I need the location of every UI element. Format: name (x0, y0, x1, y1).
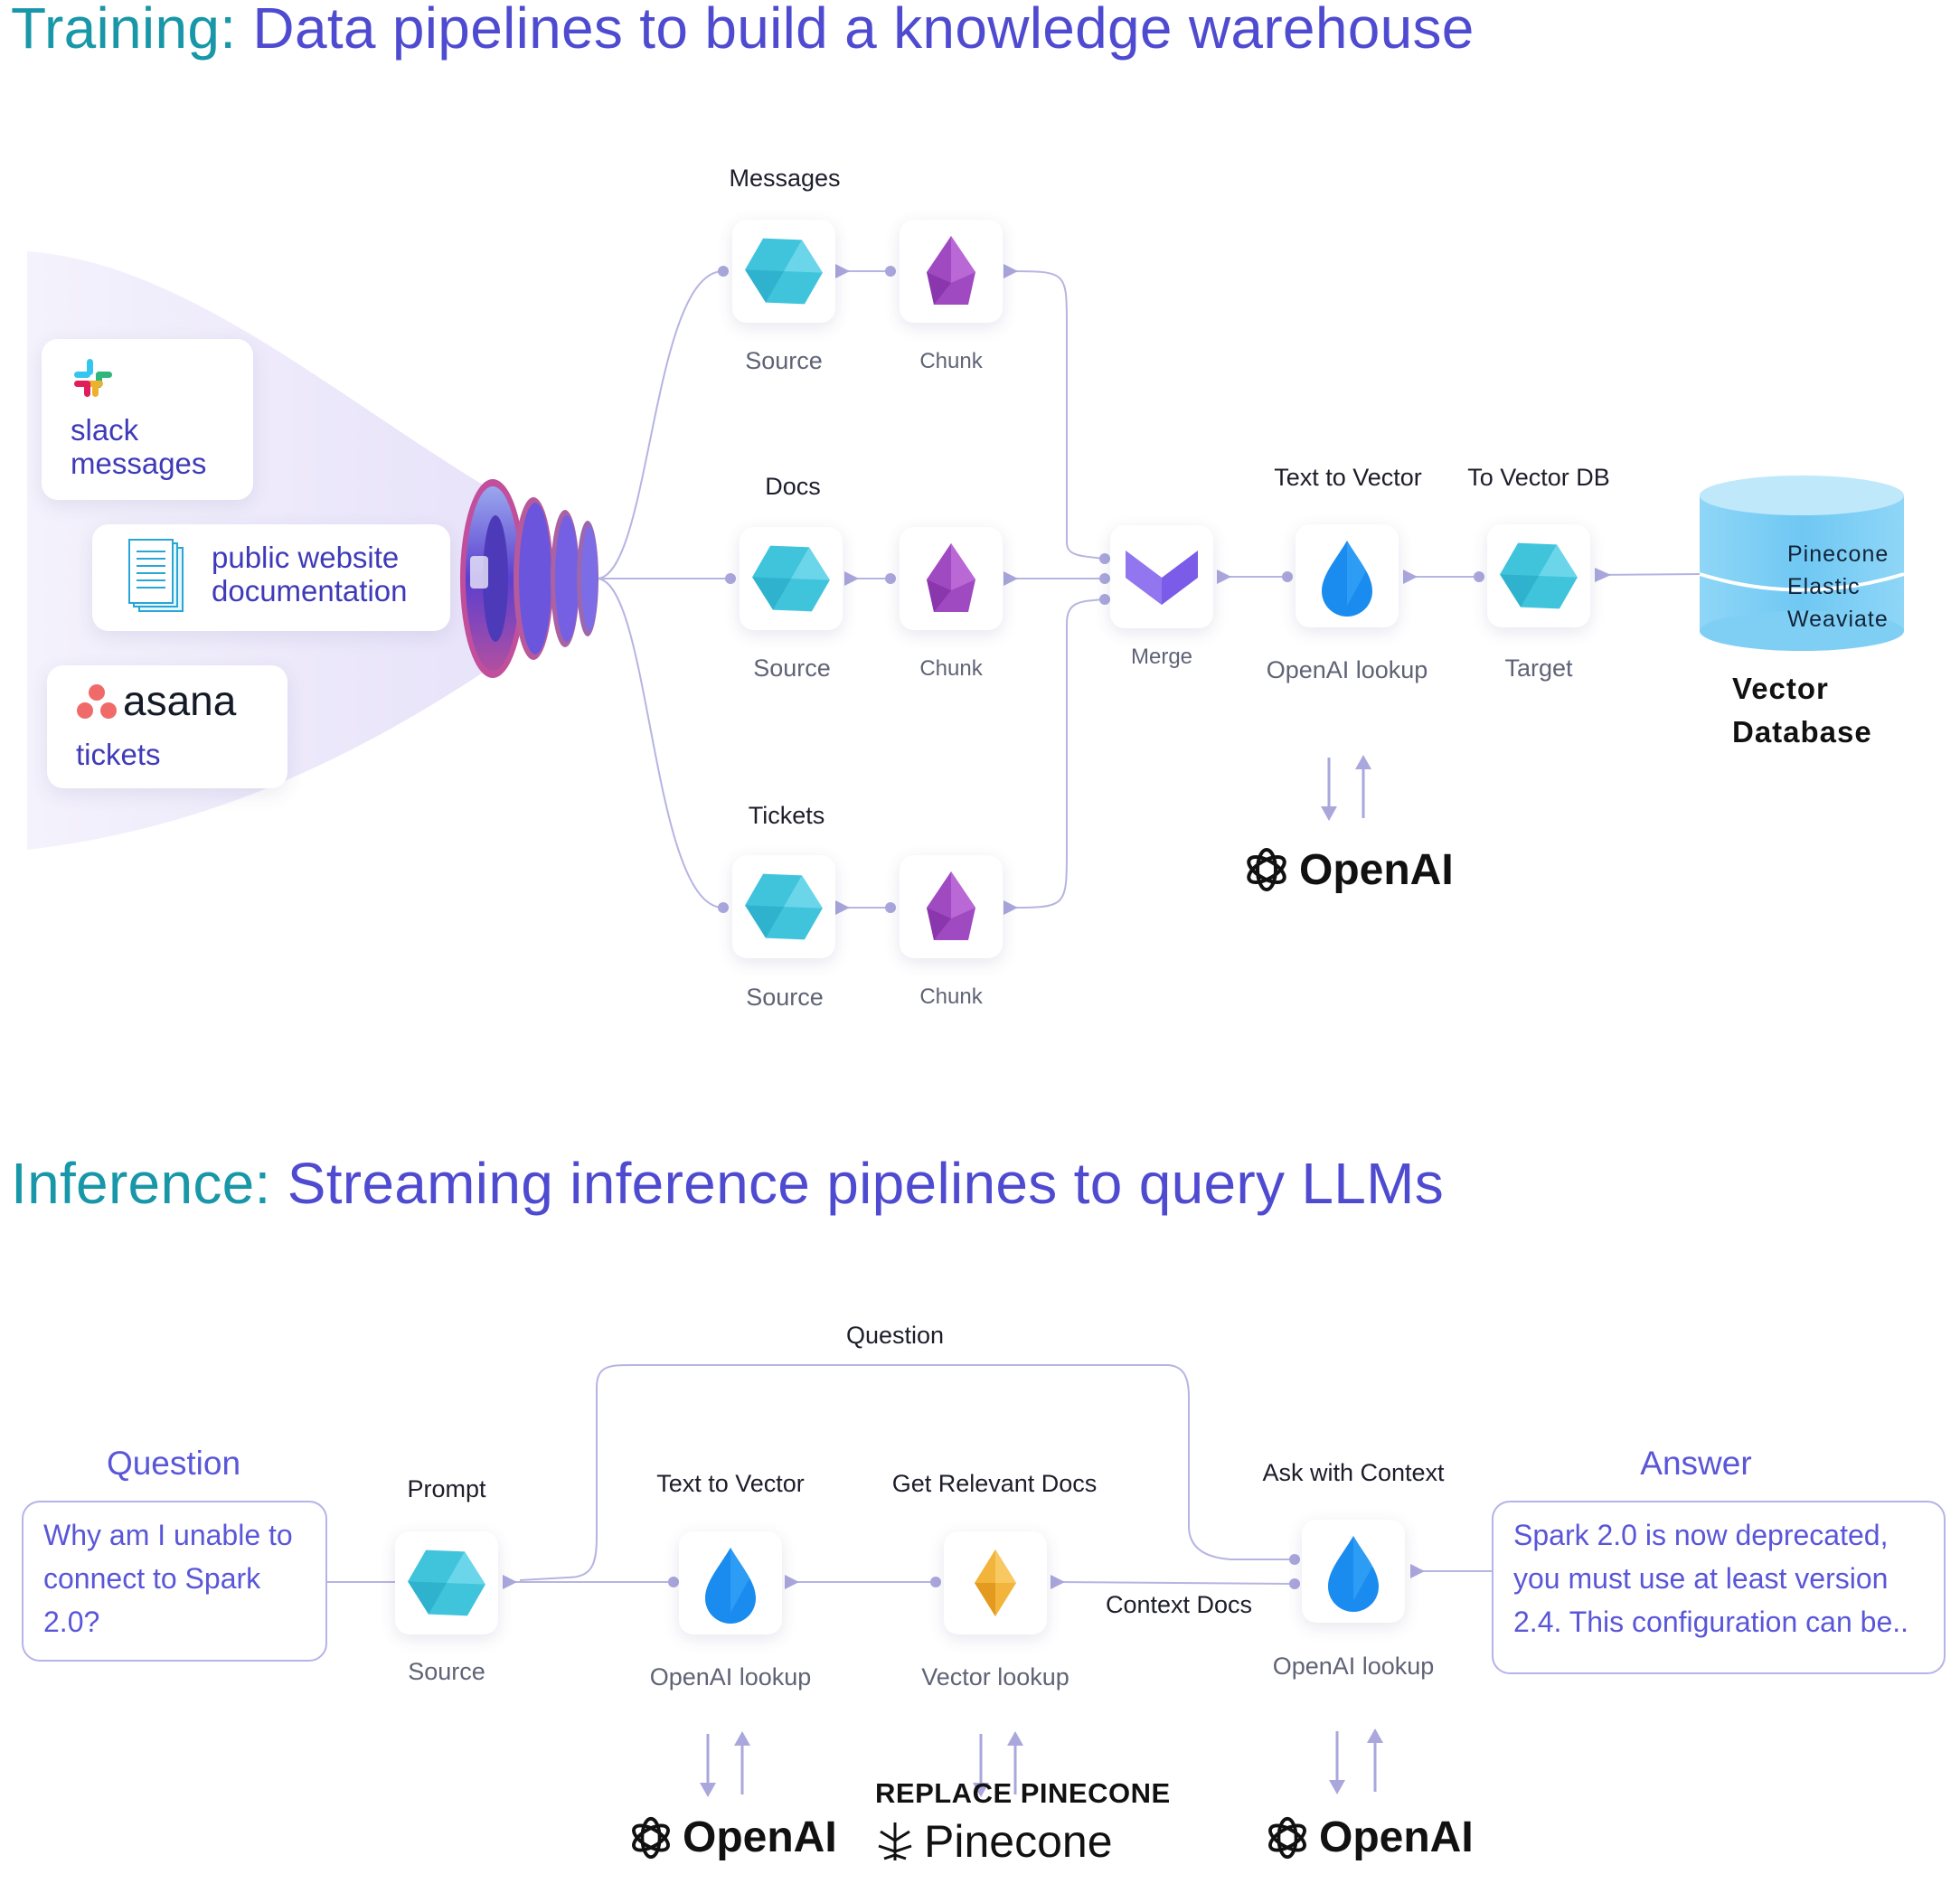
answer-bubble[interactable]: Spark 2.0 is now deprecated, you must us… (1492, 1501, 1946, 1674)
docs-chunk-node[interactable] (900, 527, 1003, 630)
pinecone-logo: Pinecone (873, 1815, 1113, 1868)
db-item-elastic: Elastic (1787, 574, 1861, 599)
vector-database-cylinder (1699, 476, 1905, 651)
gem-icon (927, 543, 975, 612)
inference-openai-wordmark-2: OpenAI (1319, 1813, 1474, 1861)
inference-openai-lookup-node-2[interactable] (1302, 1520, 1405, 1623)
training-openai-lookup-caption: OpenAI lookup (1266, 656, 1428, 683)
slack-source-label: slack messages (71, 413, 207, 480)
ask-with-context-label: Ask with Context (1262, 1459, 1445, 1486)
question-edge-label: Question (845, 1322, 945, 1349)
get-relevant-docs-label: Get Relevant Docs (891, 1470, 1098, 1497)
vector-lookup-node[interactable] (944, 1531, 1047, 1634)
hexagon-icon (1500, 542, 1578, 609)
gem-icon (927, 871, 975, 940)
question-title: Question (106, 1445, 241, 1482)
hexagon-icon (745, 873, 823, 940)
row-label-tickets: Tickets (748, 802, 825, 829)
inference-openai-lookup-caption-1: OpenAI lookup (649, 1663, 812, 1691)
openai-logo-icon (1247, 848, 1286, 891)
messages-chunk-caption: Chunk (919, 349, 983, 373)
target-node[interactable] (1487, 524, 1590, 627)
row-label-docs: Docs (765, 473, 821, 500)
funnel-graphic (460, 479, 598, 678)
training-openai-wordmark: OpenAI (1299, 845, 1454, 894)
slack-source-card: slack messages (42, 339, 253, 500)
tickets-chunk-node[interactable] (900, 855, 1003, 958)
db-item-pinecone: Pinecone (1787, 542, 1889, 567)
training-ports (718, 264, 1611, 915)
gem-icon (927, 236, 975, 305)
training-title-rest: Data pipelines to build a knowledge ware… (252, 0, 1475, 61)
question-bubble[interactable]: Why am I unable to connect to Spark 2.0? (22, 1501, 327, 1662)
inference-arrows (700, 1728, 1383, 1797)
db-item-weaviate: Weaviate (1787, 607, 1889, 632)
tickets-source-caption: Source (746, 984, 824, 1011)
messages-source-caption: Source (745, 347, 823, 374)
training-title-prefix: Training: (11, 0, 237, 61)
asana-logo-icon (77, 684, 117, 719)
prompt-source-caption: Source (408, 1658, 485, 1685)
target-caption: Target (1504, 655, 1573, 682)
inference-title-rest: Streaming inference pipelines to query L… (287, 1151, 1445, 1216)
asana-wordmark: asana (123, 677, 237, 724)
context-docs-label: Context Docs (1105, 1591, 1253, 1618)
training-openai-lookup-node[interactable] (1296, 524, 1399, 627)
replace-pinecone-label: REPLACE PINECONE (875, 1777, 1171, 1809)
prompt-label: Prompt (407, 1475, 486, 1502)
training-title: Training: Data pipelines to build a know… (11, 0, 1475, 61)
answer-title: Answer (1640, 1445, 1752, 1482)
docs-source-caption: Source (753, 655, 831, 682)
docs-chunk-caption: Chunk (919, 656, 983, 681)
asana-source-label: tickets (76, 738, 161, 771)
drop-icon (1322, 541, 1372, 617)
inference-openai-wordmark-1: OpenAI (683, 1813, 837, 1861)
website-source-label-2: documentation (212, 574, 408, 607)
inference-openai-lookup-node-1[interactable] (679, 1531, 782, 1634)
vector-lookup-caption: Vector lookup (921, 1663, 1070, 1691)
training-text-to-vector-label: Text to Vector (1274, 464, 1422, 491)
tickets-source-node[interactable] (732, 855, 835, 958)
drop-icon (705, 1548, 756, 1624)
diamond-icon (975, 1549, 1016, 1616)
inference-title-prefix: Inference: (11, 1151, 271, 1216)
merge-icon (1126, 551, 1198, 605)
openai-logo-icon (632, 1816, 670, 1859)
hexagon-icon (745, 238, 823, 305)
vector-database-caption-1: Vector (1732, 672, 1829, 705)
asana-source-card: asana tickets (47, 665, 287, 788)
hexagon-icon (408, 1549, 485, 1616)
prompt-source-node[interactable] (395, 1531, 498, 1634)
drop-icon (1328, 1536, 1379, 1612)
pinecone-logo-icon (878, 1822, 912, 1860)
openai-logo-icon (1268, 1816, 1306, 1859)
website-source-card: public website documentation (92, 524, 450, 631)
document-icon (128, 539, 184, 612)
inference-ports (503, 1554, 1425, 1589)
pinecone-wordmark: Pinecone (924, 1816, 1113, 1867)
inference-title: Inference: Streaming inference pipelines… (11, 1150, 1444, 1217)
inference-openai-logo-2: OpenAI (1263, 1813, 1474, 1862)
inference-openai-logo-1: OpenAI (627, 1813, 837, 1862)
messages-chunk-node[interactable] (900, 220, 1003, 323)
merge-node[interactable] (1110, 525, 1213, 628)
docs-source-node[interactable] (740, 527, 843, 630)
vector-database-caption-2: Database (1732, 715, 1872, 749)
inference-openai-lookup-caption-2: OpenAI lookup (1272, 1653, 1435, 1680)
inference-connectors (327, 1364, 1492, 1585)
training-connectors (596, 270, 1701, 909)
inference-text-to-vector-label: Text to Vector (656, 1470, 805, 1497)
website-source-label-1: public website (212, 541, 400, 574)
slack-logo-icon (74, 359, 112, 397)
training-openai-arrows (1321, 755, 1371, 821)
tickets-chunk-caption: Chunk (919, 984, 983, 1009)
row-label-messages: Messages (729, 165, 841, 192)
to-vector-db-label: To Vector DB (1467, 464, 1610, 491)
messages-source-node[interactable] (732, 220, 835, 323)
hexagon-icon (752, 545, 830, 612)
training-openai-logo: OpenAI (1241, 844, 1454, 895)
merge-caption: Merge (1130, 645, 1193, 669)
